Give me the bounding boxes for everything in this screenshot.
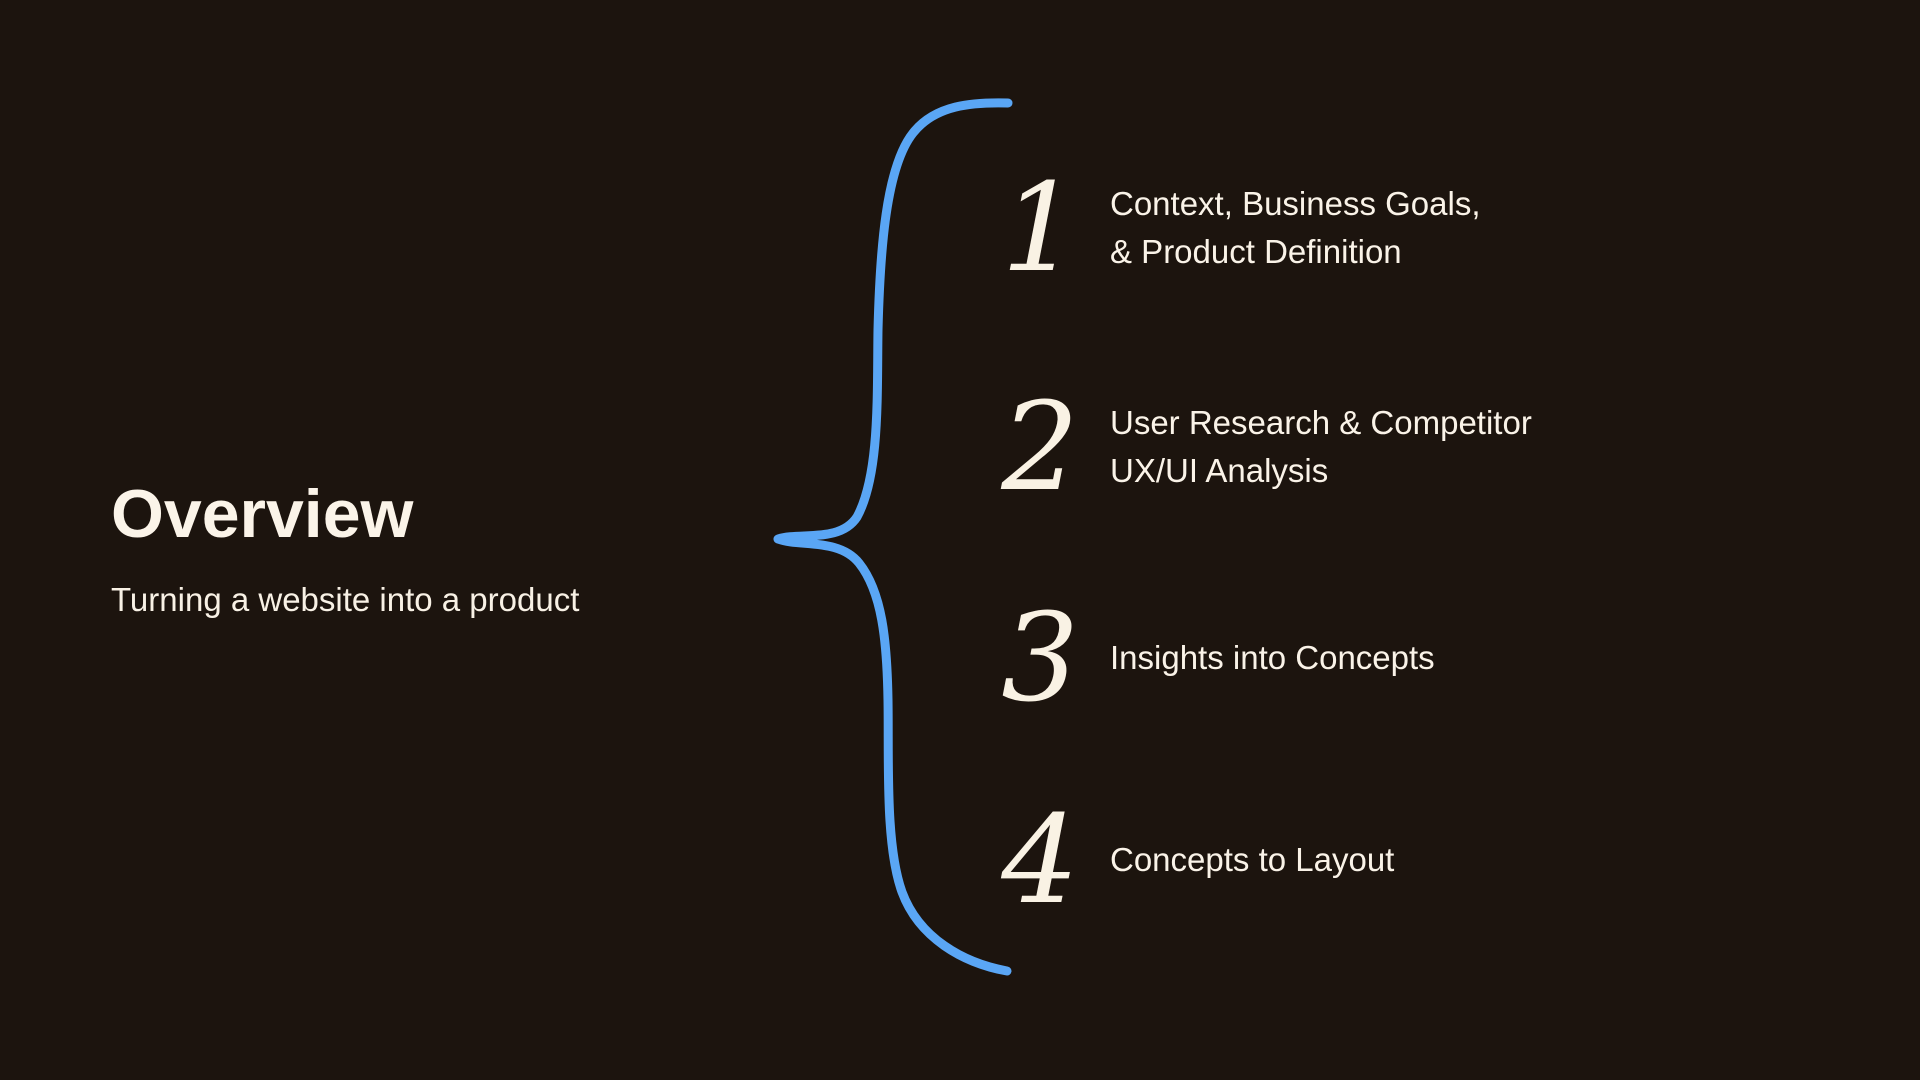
overview-item-3: 3 Insights into Concepts (1000, 588, 1435, 728)
item-3-label: Insights into Concepts (1110, 634, 1435, 682)
curly-brace-stroke (773, 98, 1013, 976)
curly-brace-icon (773, 98, 1013, 976)
overview-item-1: 1 Context, Business Goals, & Product Def… (1000, 157, 1481, 299)
item-label-line: & Product Definition (1110, 233, 1402, 270)
item-4-label: Concepts to Layout (1110, 836, 1394, 884)
item-1-label: Context, Business Goals, & Product Defin… (1110, 180, 1481, 276)
page-subtitle: Turning a website into a product (111, 581, 580, 618)
item-label-line: Concepts to Layout (1110, 841, 1395, 878)
item-2-number: 2 (1001, 376, 1079, 518)
page-title: Overview (111, 476, 414, 552)
item-3-number: 3 (1001, 587, 1079, 729)
overview-item-2: 2 User Research & Competitor UX/UI Analy… (1000, 377, 1532, 517)
item-2-label: User Research & Competitor UX/UI Analysi… (1110, 399, 1532, 495)
item-label-line: UX/UI Analysis (1110, 452, 1329, 489)
overview-item-4: 4 Concepts to Layout (1000, 790, 1394, 930)
item-4-number: 4 (1001, 789, 1079, 931)
item-1-number: 1 (1001, 157, 1079, 299)
item-label-line: User Research & Competitor (1110, 404, 1532, 441)
item-label-line: Insights into Concepts (1110, 639, 1435, 676)
intro-block: Overview Turning a website into a produc… (111, 480, 579, 620)
item-label-line: Context, Business Goals, (1110, 185, 1481, 222)
